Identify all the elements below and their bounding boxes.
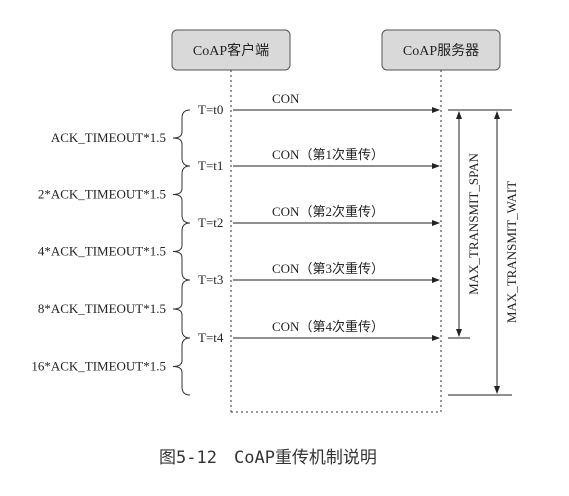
figure-caption: 图5-12 CoAP重传机制说明 <box>159 448 377 468</box>
timeout-brace <box>172 279 191 339</box>
message-label: CON（第2次重传） <box>272 204 384 219</box>
max-transmit-wait-label: MAX_TRANSMIT_WAIT <box>504 181 519 323</box>
timeout-brace <box>172 337 191 396</box>
timeout-braces-group: ACK_TIMEOUT*1.5 2*ACK_TIMEOUT*1.5 4*ACK_TI… <box>31 109 191 396</box>
timeout-label: ACK_TIMEOUT*1.5 <box>51 130 166 145</box>
timeout-label: 8*ACK_TIMEOUT*1.5 <box>38 301 166 316</box>
timeout-brace <box>172 165 191 224</box>
client-box: CoAP客户端 <box>171 29 291 71</box>
client-label: CoAP客户端 <box>193 42 269 59</box>
timeout-label: 4*ACK_TIMEOUT*1.5 <box>38 244 166 259</box>
message-label: CON（第1次重传） <box>272 147 384 162</box>
max-transmit-span-indicator: MAX_TRANSMIT_SPAN <box>448 109 481 339</box>
time-label: T=t0 <box>198 102 223 117</box>
timeout-label: 16*ACK_TIMEOUT*1.5 <box>31 359 166 374</box>
max-transmit-wait-indicator: MAX_TRANSMIT_WAIT <box>448 109 519 396</box>
server-box: CoAP服务器 <box>381 29 501 71</box>
message-label: CON（第3次重传） <box>272 261 384 276</box>
timeout-label: 2*ACK_TIMEOUT*1.5 <box>38 187 166 202</box>
time-label: T=t4 <box>198 330 224 345</box>
message-label: CON（第4次重传） <box>272 319 384 334</box>
time-label: T=t3 <box>198 272 223 287</box>
server-label: CoAP服务器 <box>403 43 479 59</box>
message-label: CON <box>272 91 300 106</box>
timeout-brace <box>172 222 191 281</box>
time-label: T=t1 <box>198 158 223 173</box>
timeout-brace <box>172 109 191 167</box>
time-label: T=t2 <box>198 215 223 230</box>
max-transmit-span-label: MAX_TRANSMIT_SPAN <box>466 152 481 294</box>
